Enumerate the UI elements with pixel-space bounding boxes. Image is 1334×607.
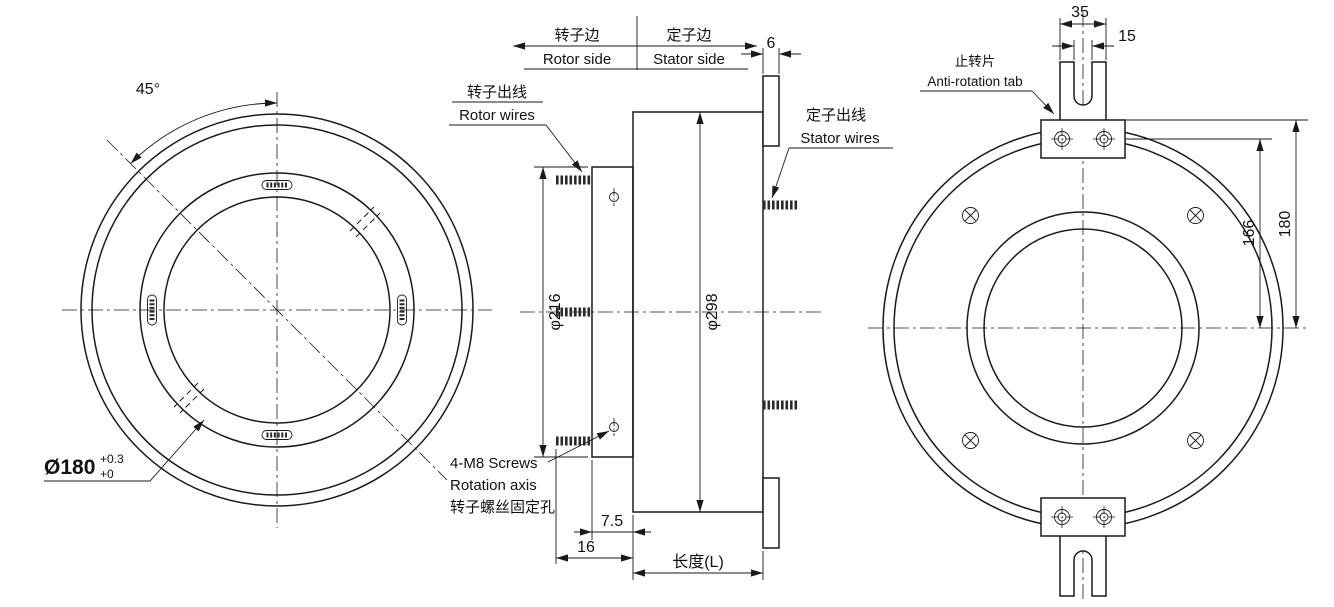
cover-screw bbox=[962, 432, 979, 449]
flange-tab-top bbox=[762, 75, 780, 147]
cover-screw bbox=[962, 207, 979, 224]
bore-tolerance-lower: +0 bbox=[100, 467, 114, 481]
slot-outline bbox=[397, 294, 407, 326]
screw-head bbox=[962, 207, 979, 224]
screw-slot bbox=[964, 209, 977, 222]
screw-head bbox=[1187, 207, 1204, 224]
bore-diameter-label: Ø180 bbox=[44, 456, 95, 479]
screw-note-line3: 转子螺丝固定孔 bbox=[450, 499, 555, 516]
outer-rim-circle bbox=[91, 124, 463, 496]
slot-top bbox=[261, 180, 293, 190]
rotor-wires-leader bbox=[545, 124, 583, 173]
dia216-label: φ216 bbox=[547, 293, 564, 330]
hidden-slot-edge bbox=[349, 206, 375, 232]
stator-wires-leader bbox=[771, 147, 790, 199]
slot-bottom bbox=[261, 430, 293, 440]
rotor-screw-top bbox=[609, 188, 619, 206]
stator-side-label-cn: 定子边 bbox=[666, 27, 711, 44]
hidden-slot-edge bbox=[355, 212, 381, 238]
length-label: 长度(L) bbox=[672, 553, 724, 571]
screw-note-line2: Rotation axis bbox=[450, 477, 537, 494]
screw-slot bbox=[1189, 209, 1202, 222]
diagonal-centerline bbox=[106, 139, 448, 481]
hidden-slot-edge bbox=[179, 388, 205, 414]
stator-wires-label-cn: 定子出线 bbox=[806, 107, 866, 124]
slot-left bbox=[147, 294, 157, 326]
slot-outline bbox=[261, 430, 293, 440]
cover-screw bbox=[1187, 207, 1204, 224]
slot-right bbox=[397, 294, 407, 326]
hidden-slot-edge bbox=[173, 382, 199, 408]
stator-side-label-en: Stator side bbox=[653, 51, 725, 68]
tab-fork bbox=[1059, 536, 1107, 597]
right-view: 35 15 止转片 Anti-rotation tab 166 180 bbox=[868, 4, 1310, 602]
screw-slot bbox=[964, 434, 977, 447]
screw-head bbox=[962, 432, 979, 449]
bore-leader-line bbox=[44, 419, 205, 482]
rotor-wires-label-en: Rotor wires bbox=[459, 107, 535, 124]
side-view: 转子边 定子边 Rotor side Stator side φ216 bbox=[449, 16, 893, 580]
screw-head bbox=[1187, 432, 1204, 449]
stator-wires-label-en: Stator wires bbox=[800, 130, 879, 147]
tab-label-cn: 止转片 bbox=[955, 54, 996, 69]
tab-label-en: Anti-rotation tab bbox=[927, 74, 1022, 89]
left-view: 45° Ø180 +0.3 +0 bbox=[44, 81, 492, 528]
inner-ring-circle bbox=[966, 211, 1200, 445]
dia298-label: φ298 bbox=[704, 293, 721, 330]
dim6-label: 6 bbox=[767, 35, 776, 52]
dim35-label: 35 bbox=[1071, 4, 1089, 21]
dim166-label: 166 bbox=[1241, 220, 1258, 247]
bore-circle bbox=[163, 196, 391, 424]
dim7-5-label: 7.5 bbox=[601, 513, 623, 530]
rotor-screw-bottom bbox=[609, 418, 619, 436]
slot-outline bbox=[147, 294, 157, 326]
screw-note-line1: 4-M8 Screws bbox=[450, 455, 538, 472]
outer-circle bbox=[80, 113, 474, 507]
tab-label-leader bbox=[1031, 90, 1055, 115]
screw-slot bbox=[1189, 434, 1202, 447]
cover-screw bbox=[1187, 432, 1204, 449]
angle-dimension-label: 45° bbox=[136, 81, 160, 98]
angle-dimension-arc bbox=[130, 99, 278, 164]
anti-rotation-tab-top bbox=[1040, 61, 1126, 159]
anti-rotation-tab-bottom bbox=[1040, 497, 1126, 597]
rotor-body bbox=[591, 166, 634, 458]
dim15-label: 15 bbox=[1118, 28, 1136, 45]
flange-tab-bottom bbox=[762, 477, 780, 549]
screw-note-leader bbox=[547, 430, 610, 463]
bore-circle bbox=[983, 228, 1183, 428]
slot-outline bbox=[261, 180, 293, 190]
rotor-side-label-en: Rotor side bbox=[543, 51, 611, 68]
bore-tolerance-upper: +0.3 bbox=[100, 452, 124, 466]
dim16-label: 16 bbox=[577, 539, 595, 556]
dim180-label: 180 bbox=[1277, 211, 1294, 238]
rotor-side-label-cn: 转子边 bbox=[554, 27, 599, 44]
rotor-wires-label-cn: 转子出线 bbox=[467, 84, 527, 101]
tab-fork bbox=[1059, 61, 1107, 120]
mount-ring-circle bbox=[139, 172, 415, 448]
